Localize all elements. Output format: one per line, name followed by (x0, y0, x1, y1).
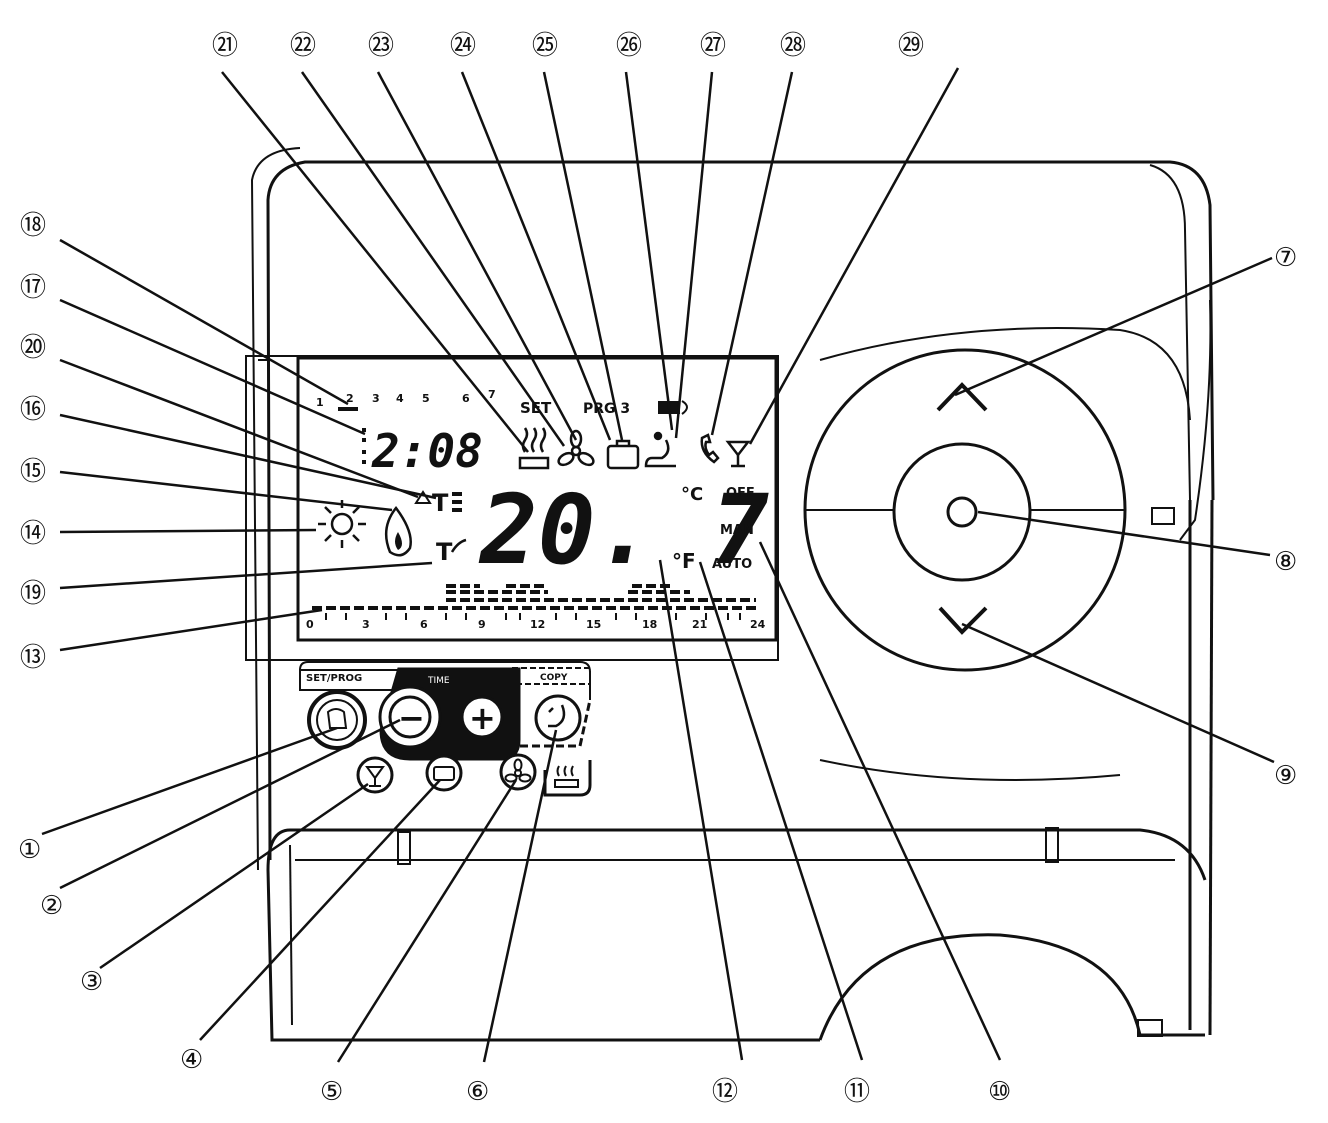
mode-off: OFF (726, 486, 755, 501)
hour-label: 21 (692, 618, 707, 631)
callout-19: ⑲ (20, 579, 46, 609)
callout-4: ④ (180, 1045, 203, 1075)
callout-27: ㉗ (700, 31, 726, 61)
phone-icon (700, 433, 720, 464)
ramp-icon (450, 538, 467, 553)
minus-button[interactable]: − (378, 685, 442, 749)
holiday-button[interactable] (356, 756, 394, 794)
callout-25: ㉕ (532, 31, 558, 61)
callout-labels: ㉑ ㉒ ㉓ ㉔ ㉕ ㉖ ㉗ ㉘ ㉙ ⑱ ⑰ ⑳ ⑯ ⑮ ⑭ ⑲ ⑬ ⑦ ⑧ ⑨ … (18, 31, 1297, 1107)
callout-13: ⑬ (20, 643, 46, 673)
callout-6: ⑥ (466, 1077, 489, 1107)
plus-label: + (469, 699, 496, 737)
hour-label: 6 (420, 618, 428, 631)
callout-17: ⑰ (20, 273, 46, 303)
callout-3: ③ (80, 967, 103, 997)
triangle-indicator-icon (414, 490, 432, 504)
callout-10: ⑩ (988, 1077, 1011, 1107)
hour-ticks (325, 613, 741, 620)
fan-button[interactable] (499, 753, 537, 791)
prog-label: PRG 3 (583, 401, 630, 417)
program-bar (312, 584, 756, 610)
callout-22: ㉒ (290, 31, 316, 61)
hour-label: 15 (586, 618, 601, 631)
plus-button[interactable]: + (460, 695, 504, 739)
callout-12: ⑫ (712, 1077, 738, 1107)
fan-icon (557, 429, 595, 467)
mode-auto: AUTO (712, 557, 752, 572)
callout-14: ⑭ (20, 519, 46, 549)
callout-7: ⑦ (1274, 243, 1297, 273)
clock-dots (362, 428, 366, 464)
arrow-down-icon[interactable] (938, 606, 988, 635)
temperature-display: 20. 7 (478, 474, 769, 586)
day-5: 5 (422, 392, 430, 405)
callout-2: ② (40, 891, 63, 921)
leader-lines (41, 67, 1275, 1063)
callout-20: ⑳ (20, 333, 46, 363)
center-button-icon (946, 496, 978, 528)
battery-icon (658, 400, 688, 415)
callout-18: ⑱ (20, 211, 46, 241)
arrow-up-icon[interactable] (936, 382, 988, 412)
day-6: 6 (462, 392, 470, 405)
time-label: TIME (427, 676, 450, 686)
minus-label: − (398, 699, 425, 737)
t-symbol-upper: T (432, 489, 449, 517)
suitcase-icon (606, 439, 640, 470)
mode-man: MAN (720, 523, 754, 538)
unit-celsius: °C (681, 484, 703, 505)
hour-label: 18 (642, 618, 657, 631)
day-4: 4 (396, 392, 404, 405)
copy-button[interactable] (534, 694, 582, 742)
callout-1: ① (18, 835, 41, 865)
lcd-display: 1 2 3 4 5 6 7 SET PRG 3 2:08 (245, 355, 779, 661)
callout-8: ⑧ (1274, 547, 1297, 577)
dial-outer-ring (803, 348, 1127, 672)
callout-16: ⑯ (20, 395, 46, 425)
callout-21: ㉑ (212, 31, 238, 61)
absence-button[interactable] (425, 754, 463, 792)
callout-11: ⑪ (844, 1077, 870, 1107)
temperature-level-bars (452, 492, 462, 512)
heating-button[interactable] (543, 760, 592, 797)
callout-9: ⑨ (1274, 761, 1297, 791)
callout-23: ㉓ (368, 31, 394, 61)
copy-label: COPY (540, 673, 568, 683)
callout-5: ⑤ (320, 1077, 343, 1107)
hour-label: 12 (530, 618, 545, 631)
unit-fahrenheit: °F (672, 549, 696, 573)
hour-scale: 0 3 6 9 12 15 18 21 24 (306, 618, 766, 631)
heating-icon (518, 427, 550, 470)
day-7: 7 (488, 388, 496, 401)
callout-29: ㉙ (898, 31, 924, 61)
hour-label: 3 (362, 618, 370, 631)
callout-28: ㉘ (780, 31, 806, 61)
suitcase-icon (433, 766, 455, 781)
callout-15: ⑮ (20, 457, 46, 487)
control-dial (803, 348, 1127, 672)
seat-icon (644, 431, 676, 468)
day-1: 1 (316, 396, 324, 409)
device-housing (250, 147, 1215, 1042)
holiday-icon (365, 766, 385, 787)
flame-icon (384, 505, 412, 557)
hour-label: 9 (478, 618, 486, 631)
callout-26: ㉖ (616, 31, 642, 61)
program-button[interactable] (307, 690, 367, 750)
day-3: 3 (372, 392, 380, 405)
callout-24: ㉔ (450, 31, 476, 61)
cocktail-icon (725, 440, 751, 468)
keypad: SET/PROG TIME COPY − + (299, 661, 592, 797)
copy-icon (548, 704, 566, 728)
hour-label: 0 (306, 618, 314, 631)
t-symbol-lower: T (436, 538, 453, 566)
set-prog-label: SET/PROG (306, 673, 362, 684)
hour-label: 24 (750, 618, 766, 631)
day-2: 2 (346, 392, 354, 405)
clock-display: 2:08 (371, 424, 483, 478)
heating-icon (554, 765, 579, 788)
program-icon (326, 708, 348, 729)
